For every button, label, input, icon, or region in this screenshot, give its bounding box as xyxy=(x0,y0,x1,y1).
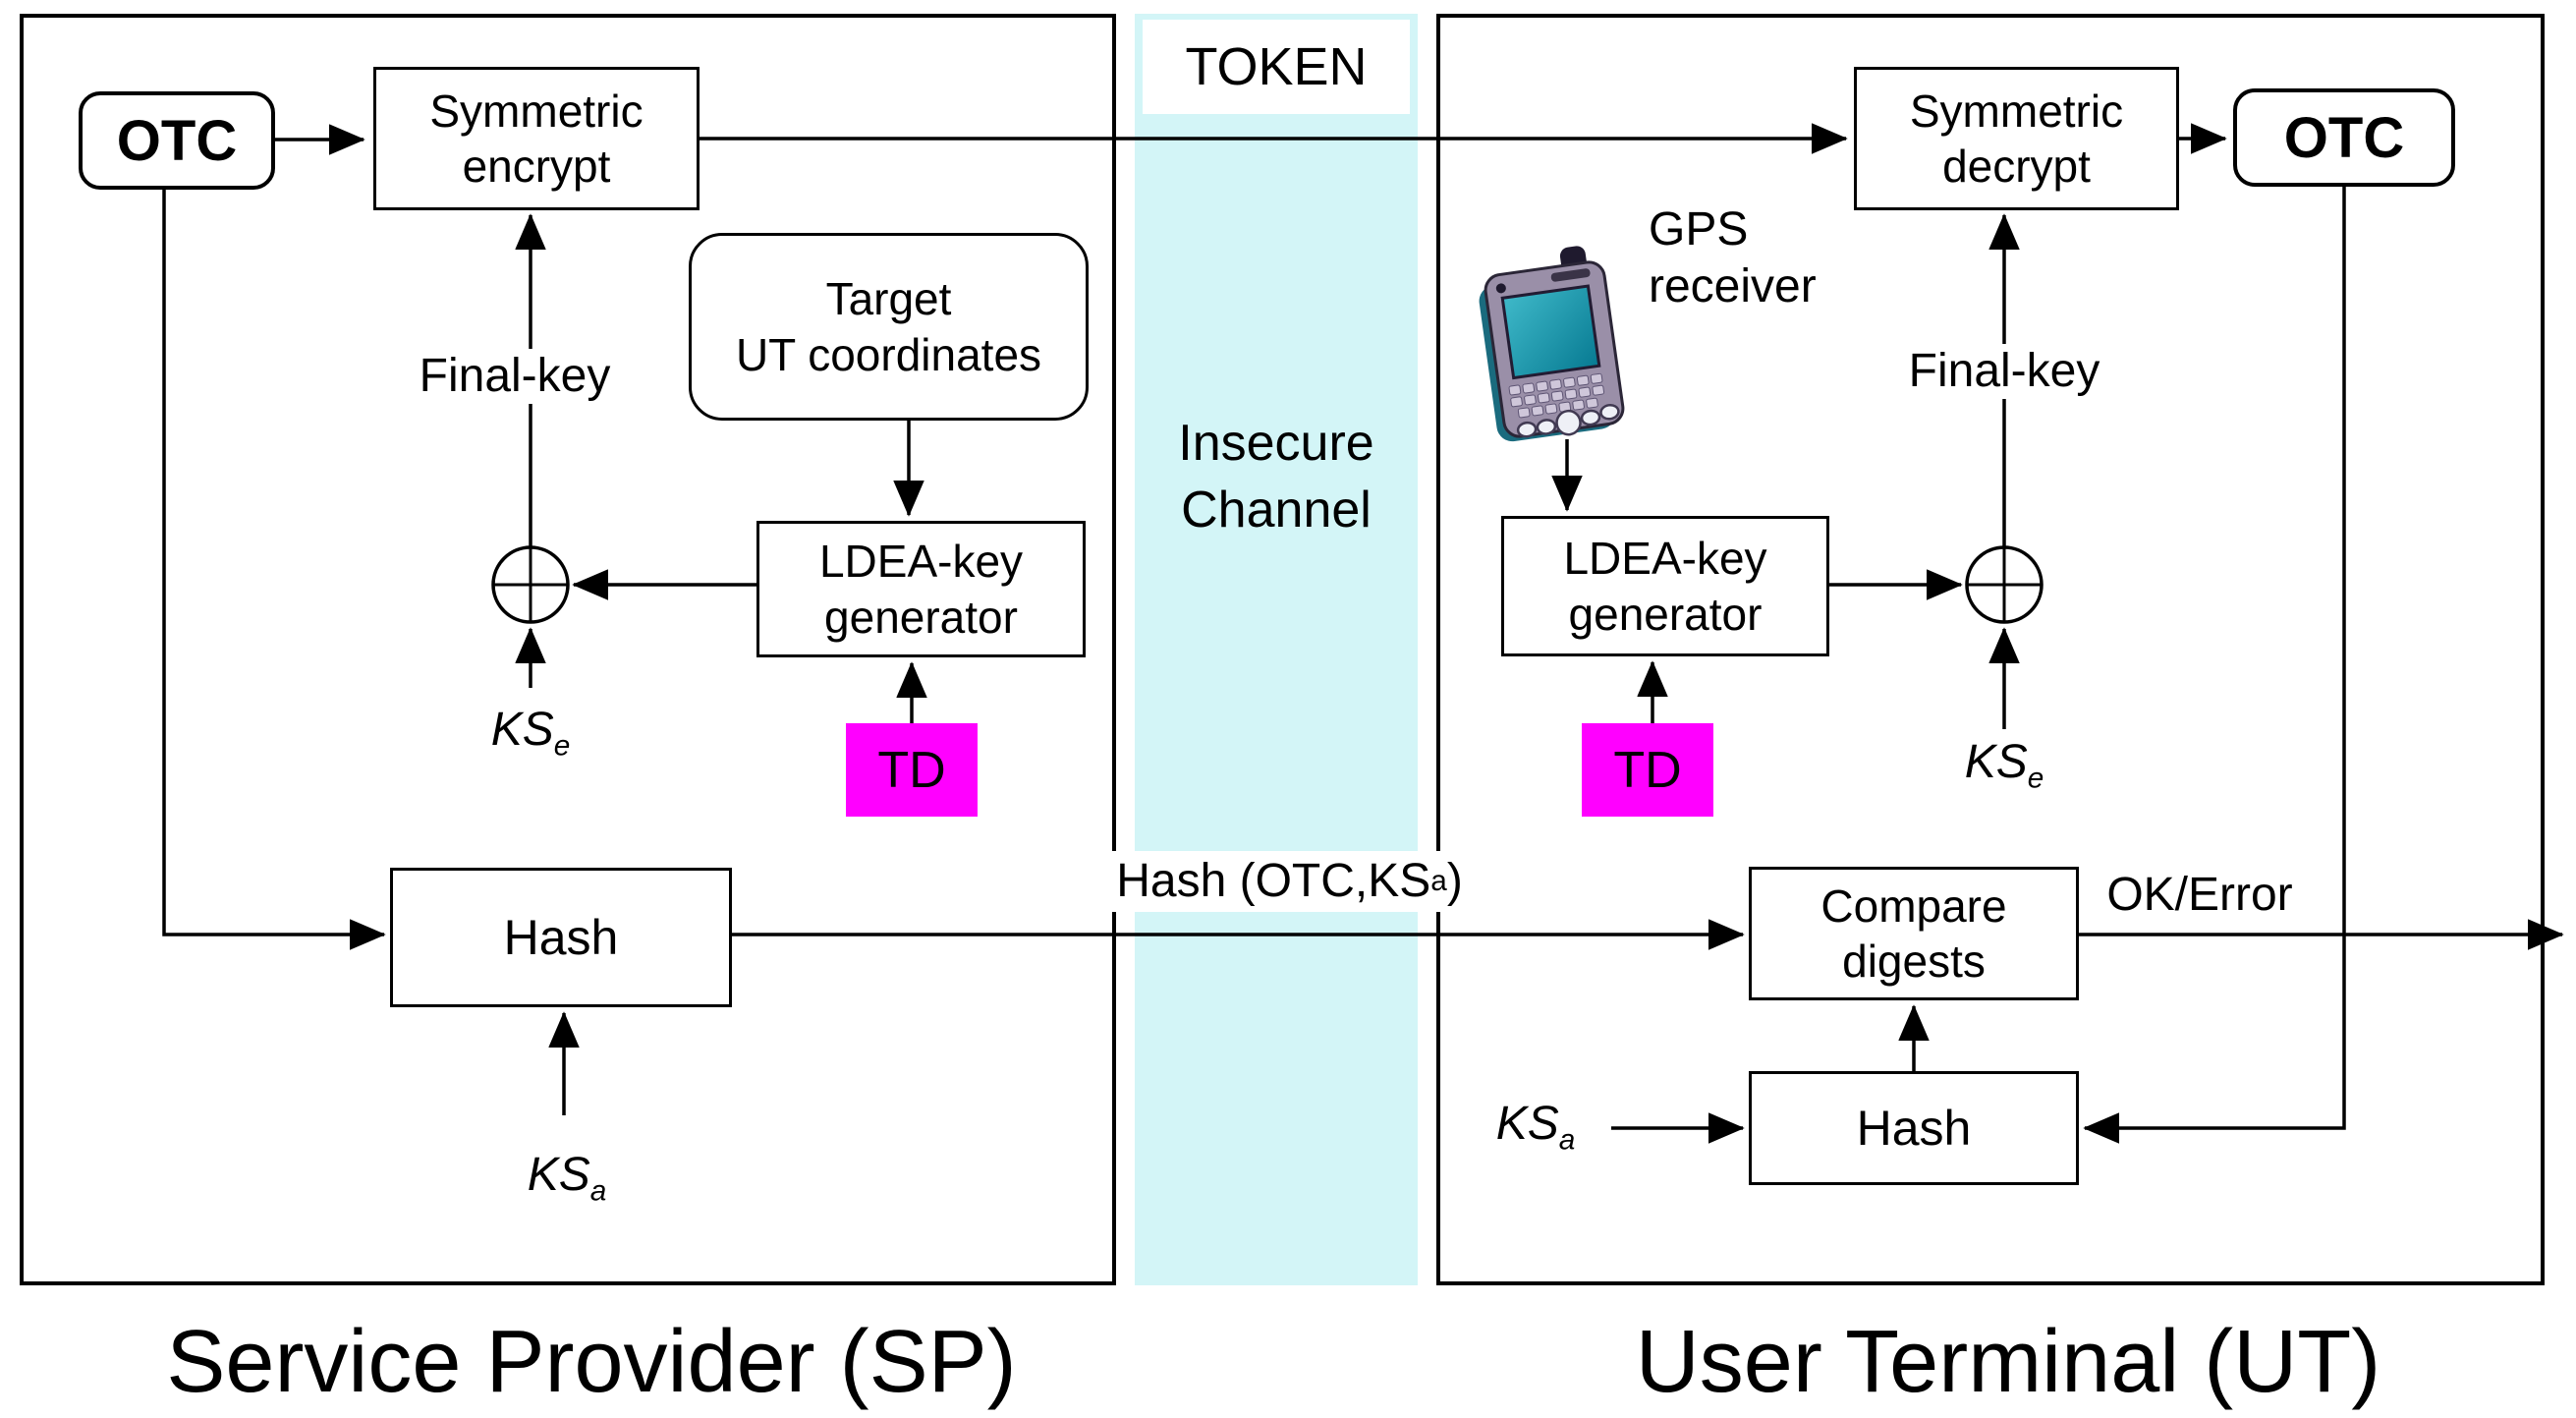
insecure-channel-band xyxy=(1135,14,1418,1285)
xor-node-ut xyxy=(1965,545,2044,624)
td-box-ut: TD xyxy=(1582,723,1713,817)
hash-box-sp: Hash xyxy=(390,868,732,1007)
insecure-channel-label: Insecure Channel xyxy=(1178,414,1374,539)
ksa-label-ut: KSa xyxy=(1462,1097,1609,1158)
symmetric-decrypt-box: Symmetric decrypt xyxy=(1854,67,2179,210)
final-key-label-sp: Final-key xyxy=(367,349,662,404)
hash-box-ut: Hash xyxy=(1749,1071,2079,1185)
kse-label-sp: KSe xyxy=(457,704,604,763)
kse-label-ut: KSe xyxy=(1931,735,2078,796)
pda-gps-receiver-icon xyxy=(1474,244,1641,442)
otc-box-ut: OTC xyxy=(2233,88,2455,187)
compare-digests-box: Compare digests xyxy=(1749,867,2079,1000)
td-box-sp: TD xyxy=(846,723,978,817)
service-provider-panel xyxy=(20,14,1116,1285)
target-ut-coordinates-box: Target UT coordinates xyxy=(689,233,1089,421)
ksa-label-sp: KSa xyxy=(493,1148,641,1209)
ldea-key-generator-box-ut: LDEA-key generator xyxy=(1501,516,1829,656)
arrow-otc-to-hash-ut xyxy=(2083,187,2346,1144)
symmetric-encrypt-box: Symmetric encrypt xyxy=(373,67,700,210)
user-terminal-panel xyxy=(1436,14,2545,1285)
ok-error-label: OK/Error xyxy=(2087,867,2313,924)
gps-receiver-label: GPS receiver xyxy=(1649,203,1817,312)
xor-node-sp xyxy=(491,545,570,624)
ldea-key-generator-box-sp: LDEA-key generator xyxy=(756,521,1086,657)
user-terminal-caption: User Terminal (UT) xyxy=(1635,1312,2381,1411)
service-provider-caption: Service Provider (SP) xyxy=(166,1312,1017,1411)
token-label: TOKEN xyxy=(1143,20,1410,114)
final-key-label-ut: Final-key xyxy=(1857,344,2152,399)
otc-box-sp: OTC xyxy=(79,91,275,190)
arrow-otc-to-hash-sp xyxy=(162,190,386,950)
